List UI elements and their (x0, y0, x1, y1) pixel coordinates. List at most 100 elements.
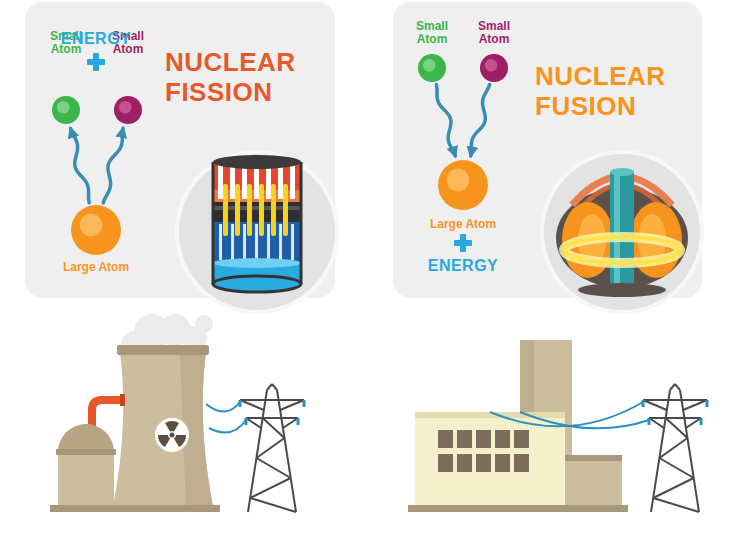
tokamak-illustration (610, 168, 634, 176)
wavy-arrow (71, 128, 90, 202)
power-pylons (239, 400, 242, 407)
atom-shape (114, 96, 142, 124)
power-pylons (648, 418, 651, 425)
wavy-arrow (436, 84, 455, 156)
fusion-power-plant (490, 402, 643, 426)
fusion-power-plant (514, 454, 529, 472)
power-pylons (643, 400, 667, 410)
atom-shape (418, 54, 446, 82)
power-pylons (659, 438, 687, 458)
power-pylons (686, 418, 701, 428)
atom-highlight (423, 59, 436, 72)
power-pylons (643, 400, 707, 425)
reactor-illustration (231, 224, 234, 260)
fission-power-plant (209, 420, 246, 433)
fission-power-plant (206, 402, 240, 412)
reactor-illustration (177, 152, 337, 312)
atom-shape (480, 54, 508, 82)
reactor-illustration (283, 184, 288, 236)
atom-circle: Small Atom (52, 96, 80, 124)
power-pylons (240, 400, 304, 425)
atom-body (480, 54, 508, 82)
fission-power-plant (158, 421, 186, 447)
atom-label: Small Atom (409, 20, 455, 46)
fusion-power-plant (520, 412, 649, 428)
power-pylons (670, 384, 675, 390)
fusion-power-plant (495, 430, 510, 448)
reactor-illustration (219, 224, 222, 260)
reactor-illustration (242, 165, 247, 199)
atom-highlight (447, 169, 470, 192)
reactor-illustration (235, 184, 240, 236)
atom-body (418, 54, 446, 82)
power-pylons (240, 400, 264, 410)
fission-power-plant (158, 435, 170, 447)
power-pylons (653, 478, 694, 498)
atom-circle: Small Atom (418, 54, 446, 82)
tokamak-illustration (564, 237, 680, 263)
atom-highlight (119, 101, 132, 114)
wavy-arrow (471, 84, 490, 156)
fusion-power-plant (438, 454, 453, 472)
reactor-illustration (266, 165, 271, 199)
atom-label: Small Atom (471, 20, 517, 46)
panel-title: NUCLEAR FISSION (165, 48, 315, 108)
atom-circle: Small Atom (114, 96, 142, 124)
fusion-power-plant (476, 454, 491, 472)
power-pylons (280, 400, 304, 410)
reactor-illustration (271, 184, 276, 236)
atom-highlight (80, 214, 103, 237)
reactor-illustration (278, 165, 283, 199)
reactor-illustration (213, 276, 301, 292)
atom-body (52, 96, 80, 124)
atom-shape (71, 205, 121, 255)
reactor-illustration (230, 165, 235, 199)
fission-power-plant (195, 315, 213, 333)
atom-shape (52, 96, 80, 124)
fusion-power-plant (408, 505, 628, 512)
power-pylons (240, 384, 707, 512)
atom-highlight (485, 59, 498, 72)
atom-label: Large Atom (63, 261, 129, 274)
energy-label: ENERGY (61, 30, 132, 48)
atom-body (71, 205, 121, 255)
fission-power-plant (56, 449, 116, 455)
reactor-illustration (300, 162, 303, 284)
fission-power-plant (58, 452, 114, 512)
power-pylons (642, 400, 645, 407)
power-pylons (653, 498, 699, 512)
fission-power-plant (170, 433, 175, 438)
energy-label: ENERGY (428, 257, 499, 275)
power-pylons (240, 399, 304, 401)
tokamak-illustration (564, 237, 680, 263)
power-pylons (240, 384, 304, 512)
atom-body (114, 96, 142, 124)
fusion-power-plant (476, 430, 491, 448)
reactor-illustration (177, 152, 337, 312)
power-pylons (297, 418, 300, 425)
panel-title: NUCLEAR FUSION (535, 62, 685, 122)
power-pylons (272, 384, 277, 390)
power-pylons (683, 400, 707, 410)
plus-signs (460, 234, 466, 252)
fission-power-plant (174, 435, 186, 447)
fission-power-plant (50, 314, 246, 512)
power-pylons (649, 417, 701, 419)
fusion-power-plant (415, 412, 565, 512)
tokamak-illustration (614, 172, 620, 290)
atom-body (438, 160, 488, 210)
power-pylons (256, 438, 284, 458)
power-pylons (643, 399, 707, 401)
atom-label: Large Atom (430, 218, 496, 231)
fusion-power-plant (438, 430, 453, 448)
reactor-illustration (218, 165, 223, 199)
atom-circle: Large Atom (71, 205, 121, 255)
reactor-illustration (213, 258, 301, 268)
reactor-illustration (254, 165, 259, 199)
fission-power-plant (112, 352, 214, 512)
fusion-power-plant (438, 430, 529, 472)
reactor-illustration (267, 224, 270, 260)
plus-signs (93, 53, 99, 71)
tokamak-illustration (610, 172, 634, 290)
reactor-illustration (279, 224, 282, 260)
